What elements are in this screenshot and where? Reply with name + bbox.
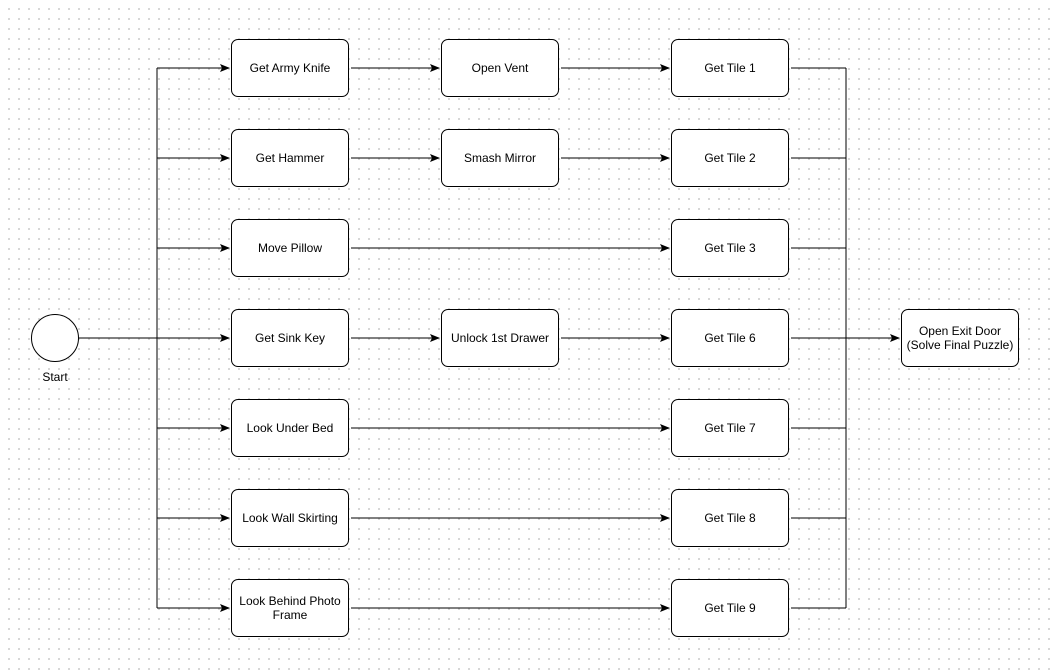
node-get-hammer[interactable]: Get Hammer — [231, 129, 349, 187]
node-get-tile-1[interactable]: Get Tile 1 — [671, 39, 789, 97]
node-label-line-1: Open Exit Door — [918, 324, 1002, 338]
node-open-vent[interactable]: Open Vent — [441, 39, 559, 97]
node-look-behind-photo-frame[interactable]: Look Behind Photo Frame — [231, 579, 349, 637]
node-label: Open Vent — [471, 61, 529, 75]
node-label: Look Behind Photo Frame — [239, 594, 340, 622]
node-move-pillow[interactable]: Move Pillow — [231, 219, 349, 277]
node-get-army-knife[interactable]: Get Army Knife — [231, 39, 349, 97]
node-get-tile-8[interactable]: Get Tile 8 — [671, 489, 789, 547]
node-label: Smash Mirror — [463, 151, 536, 165]
node-label: Get Tile 2 — [704, 151, 756, 165]
node-label: Get Hammer — [255, 151, 325, 165]
node-label-line-2: (Solve Final Puzzle) — [906, 338, 1014, 352]
node-label: Get Tile 6 — [704, 331, 756, 345]
node-smash-mirror[interactable]: Smash Mirror — [441, 129, 559, 187]
node-label: Get Army Knife — [249, 61, 331, 75]
start-label: Start — [42, 370, 68, 384]
node-get-tile-7[interactable]: Get Tile 7 — [671, 399, 789, 457]
node-label: Get Tile 7 — [704, 421, 756, 435]
node-label: Get Sink Key — [254, 331, 326, 345]
node-label: Get Tile 3 — [704, 241, 756, 255]
node-label-line-1: Look Behind Photo — [239, 594, 341, 608]
node-label-line-2: Frame — [272, 608, 308, 622]
node-open-exit-door[interactable]: Open Exit Door (Solve Final Puzzle) — [901, 309, 1019, 367]
node-look-under-bed[interactable]: Look Under Bed — [231, 399, 349, 457]
node-look-wall-skirting[interactable]: Look Wall Skirting — [231, 489, 349, 547]
node-label: Get Tile 1 — [704, 61, 756, 75]
node-get-sink-key[interactable]: Get Sink Key — [231, 309, 349, 367]
node-get-tile-2[interactable]: Get Tile 2 — [671, 129, 789, 187]
node-label: Unlock 1st Drawer — [450, 331, 550, 345]
node-unlock-1st-drawer[interactable]: Unlock 1st Drawer — [441, 309, 559, 367]
node-label: Look Under Bed — [246, 421, 334, 435]
node-get-tile-9[interactable]: Get Tile 9 — [671, 579, 789, 637]
node-label: Move Pillow — [257, 241, 323, 255]
node-label: Open Exit Door (Solve Final Puzzle) — [907, 324, 1014, 352]
node-get-tile-6[interactable]: Get Tile 6 — [671, 309, 789, 367]
node-label: Get Tile 9 — [704, 601, 756, 615]
node-label: Look Wall Skirting — [242, 511, 338, 525]
start-node[interactable] — [31, 314, 79, 362]
node-get-tile-3[interactable]: Get Tile 3 — [671, 219, 789, 277]
node-label: Get Tile 8 — [704, 511, 756, 525]
